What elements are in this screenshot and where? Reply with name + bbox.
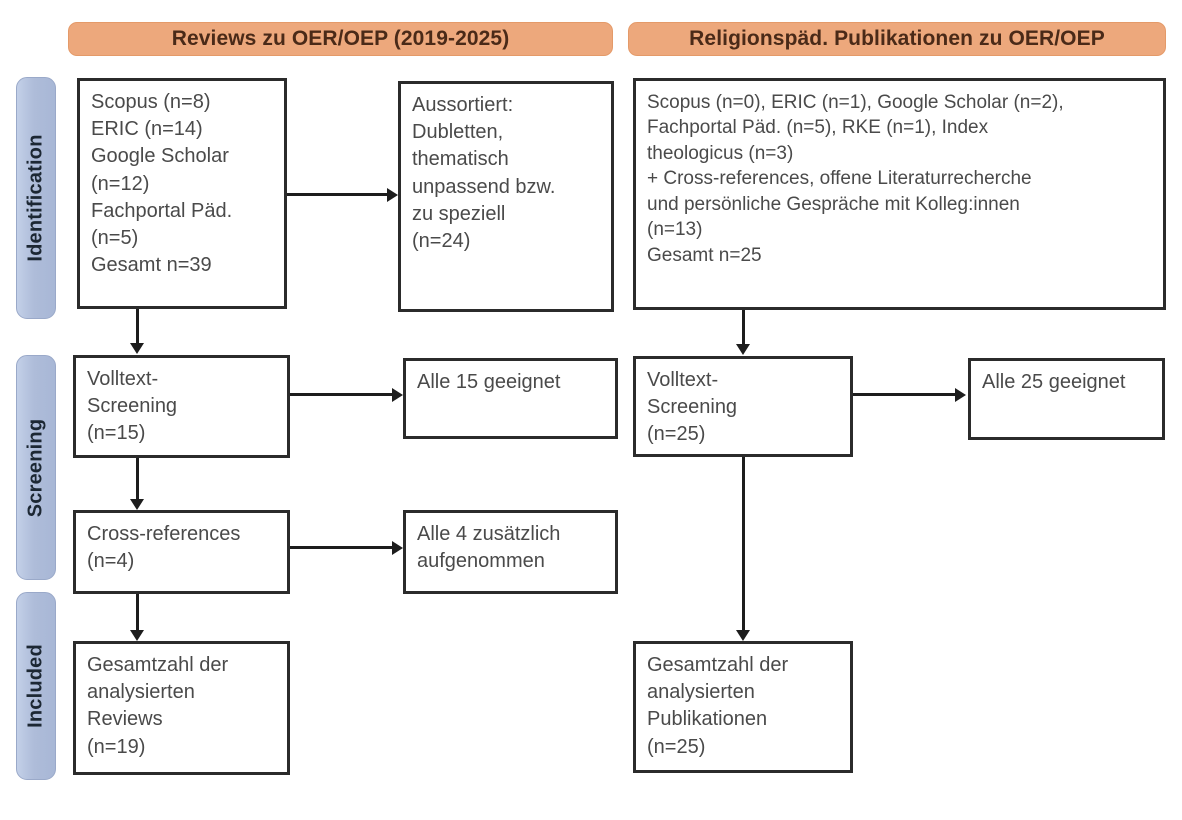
box-left-identification-sources: Scopus (n=8) ERIC (n=14) Google Scholar … <box>77 78 287 309</box>
arrow-right-fulltext-to-result <box>955 388 966 402</box>
connector-left-sources-to-fulltext <box>136 309 139 345</box>
stage-label-identification: Identification <box>24 134 47 262</box>
connector-left-crossrefs-to-result <box>290 546 394 549</box>
box-right-included-total: Gesamtzahl der analysierten Publikatione… <box>633 641 853 773</box>
connector-left-fulltext-to-result <box>290 393 394 396</box>
stage-pill-identification: Identification <box>16 77 56 319</box>
connector-left-sources-to-excluded <box>287 193 388 196</box>
connector-right-fulltext-to-result <box>853 393 957 396</box>
column-header-right: Religionspäd. Publikationen zu OER/OEP <box>628 22 1166 56</box>
arrow-left-crossrefs-to-result <box>392 541 403 555</box>
box-left-included-total: Gesamtzahl der analysierten Reviews (n=1… <box>73 641 290 775</box>
arrow-left-sources-to-fulltext <box>130 343 144 354</box>
box-right-screening-fulltext: Volltext- Screening (n=25) <box>633 356 853 457</box>
box-left-screening-crossrefs-result: Alle 4 zusätzlich aufgenommen <box>403 510 618 594</box>
connector-left-fulltext-to-crossrefs <box>136 458 139 502</box>
stage-pill-included: Included <box>16 592 56 780</box>
connector-right-sources-to-fulltext <box>742 310 745 346</box>
box-right-screening-fulltext-result: Alle 25 geeignet <box>968 358 1165 440</box>
box-left-screening-fulltext-result: Alle 15 geeignet <box>403 358 618 439</box>
box-left-screening-crossrefs: Cross-references (n=4) <box>73 510 290 594</box>
connector-left-crossrefs-to-included <box>136 594 139 634</box>
column-header-left-label: Reviews zu OER/OEP (2019-2025) <box>171 27 510 50</box>
stage-label-included: Included <box>24 644 47 728</box>
arrow-right-fulltext-to-included <box>736 630 750 641</box>
arrow-left-fulltext-to-result <box>392 388 403 402</box>
column-header-left: Reviews zu OER/OEP (2019-2025) <box>68 22 613 56</box>
box-left-identification-excluded: Aussortiert: Dubletten, thematisch unpas… <box>398 81 614 312</box>
box-left-screening-fulltext: Volltext- Screening (n=15) <box>73 355 290 458</box>
box-right-identification-sources: Scopus (n=0), ERIC (n=1), Google Scholar… <box>633 78 1166 310</box>
arrow-left-fulltext-to-crossrefs <box>130 499 144 510</box>
arrow-left-crossrefs-to-included <box>130 630 144 641</box>
arrow-left-sources-to-excluded <box>387 188 398 202</box>
column-header-right-label: Religionspäd. Publikationen zu OER/OEP <box>689 27 1105 50</box>
stage-pill-screening: Screening <box>16 355 56 580</box>
arrow-right-sources-to-fulltext <box>736 344 750 355</box>
connector-right-fulltext-to-included <box>742 457 745 634</box>
stage-label-screening: Screening <box>24 418 47 517</box>
